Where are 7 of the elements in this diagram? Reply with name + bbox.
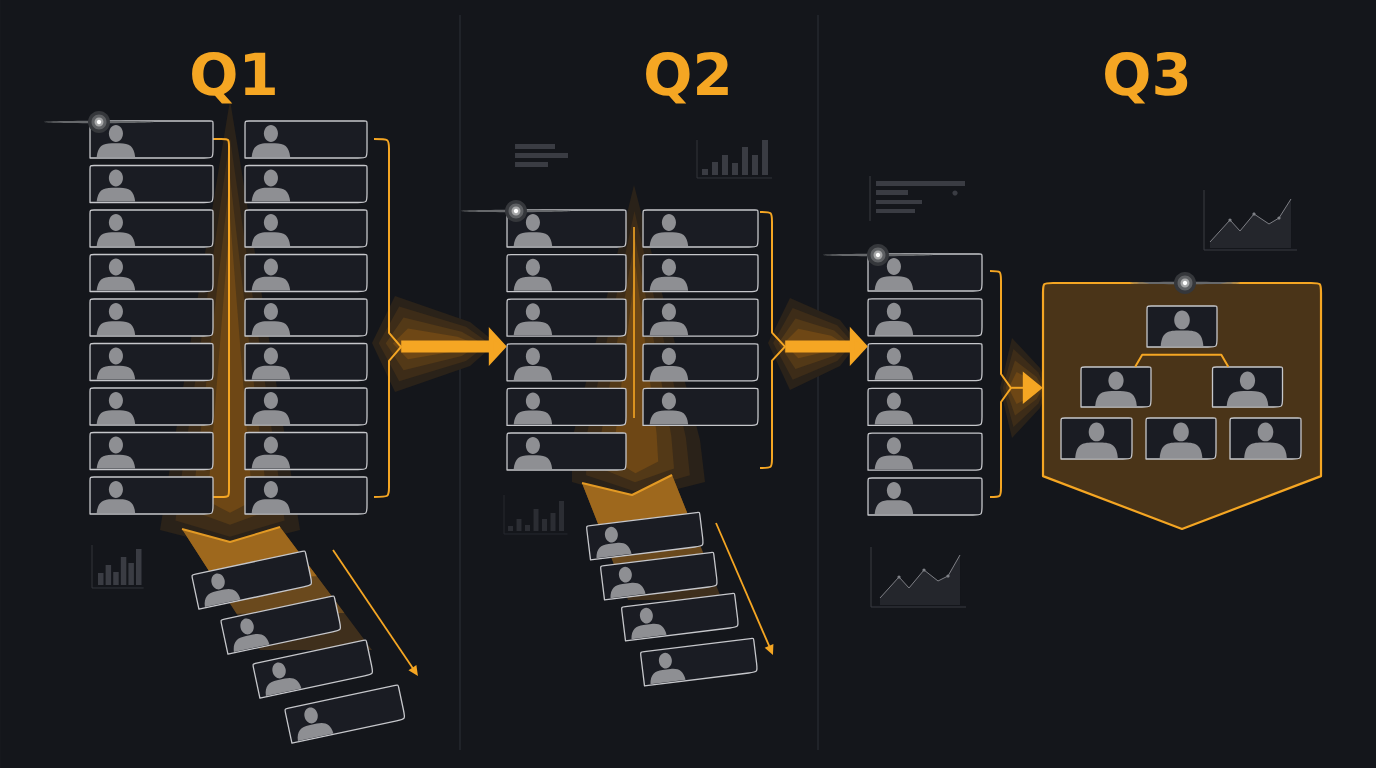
bracket: [373, 138, 402, 498]
bracket: [989, 270, 1012, 498]
connector-line: [1134, 353, 1230, 368]
bracket: [759, 211, 786, 469]
column-heading: Q3: [1105, 51, 1188, 104]
column-heading: Q1: [192, 51, 275, 104]
column-heading: Q2: [646, 51, 728, 104]
